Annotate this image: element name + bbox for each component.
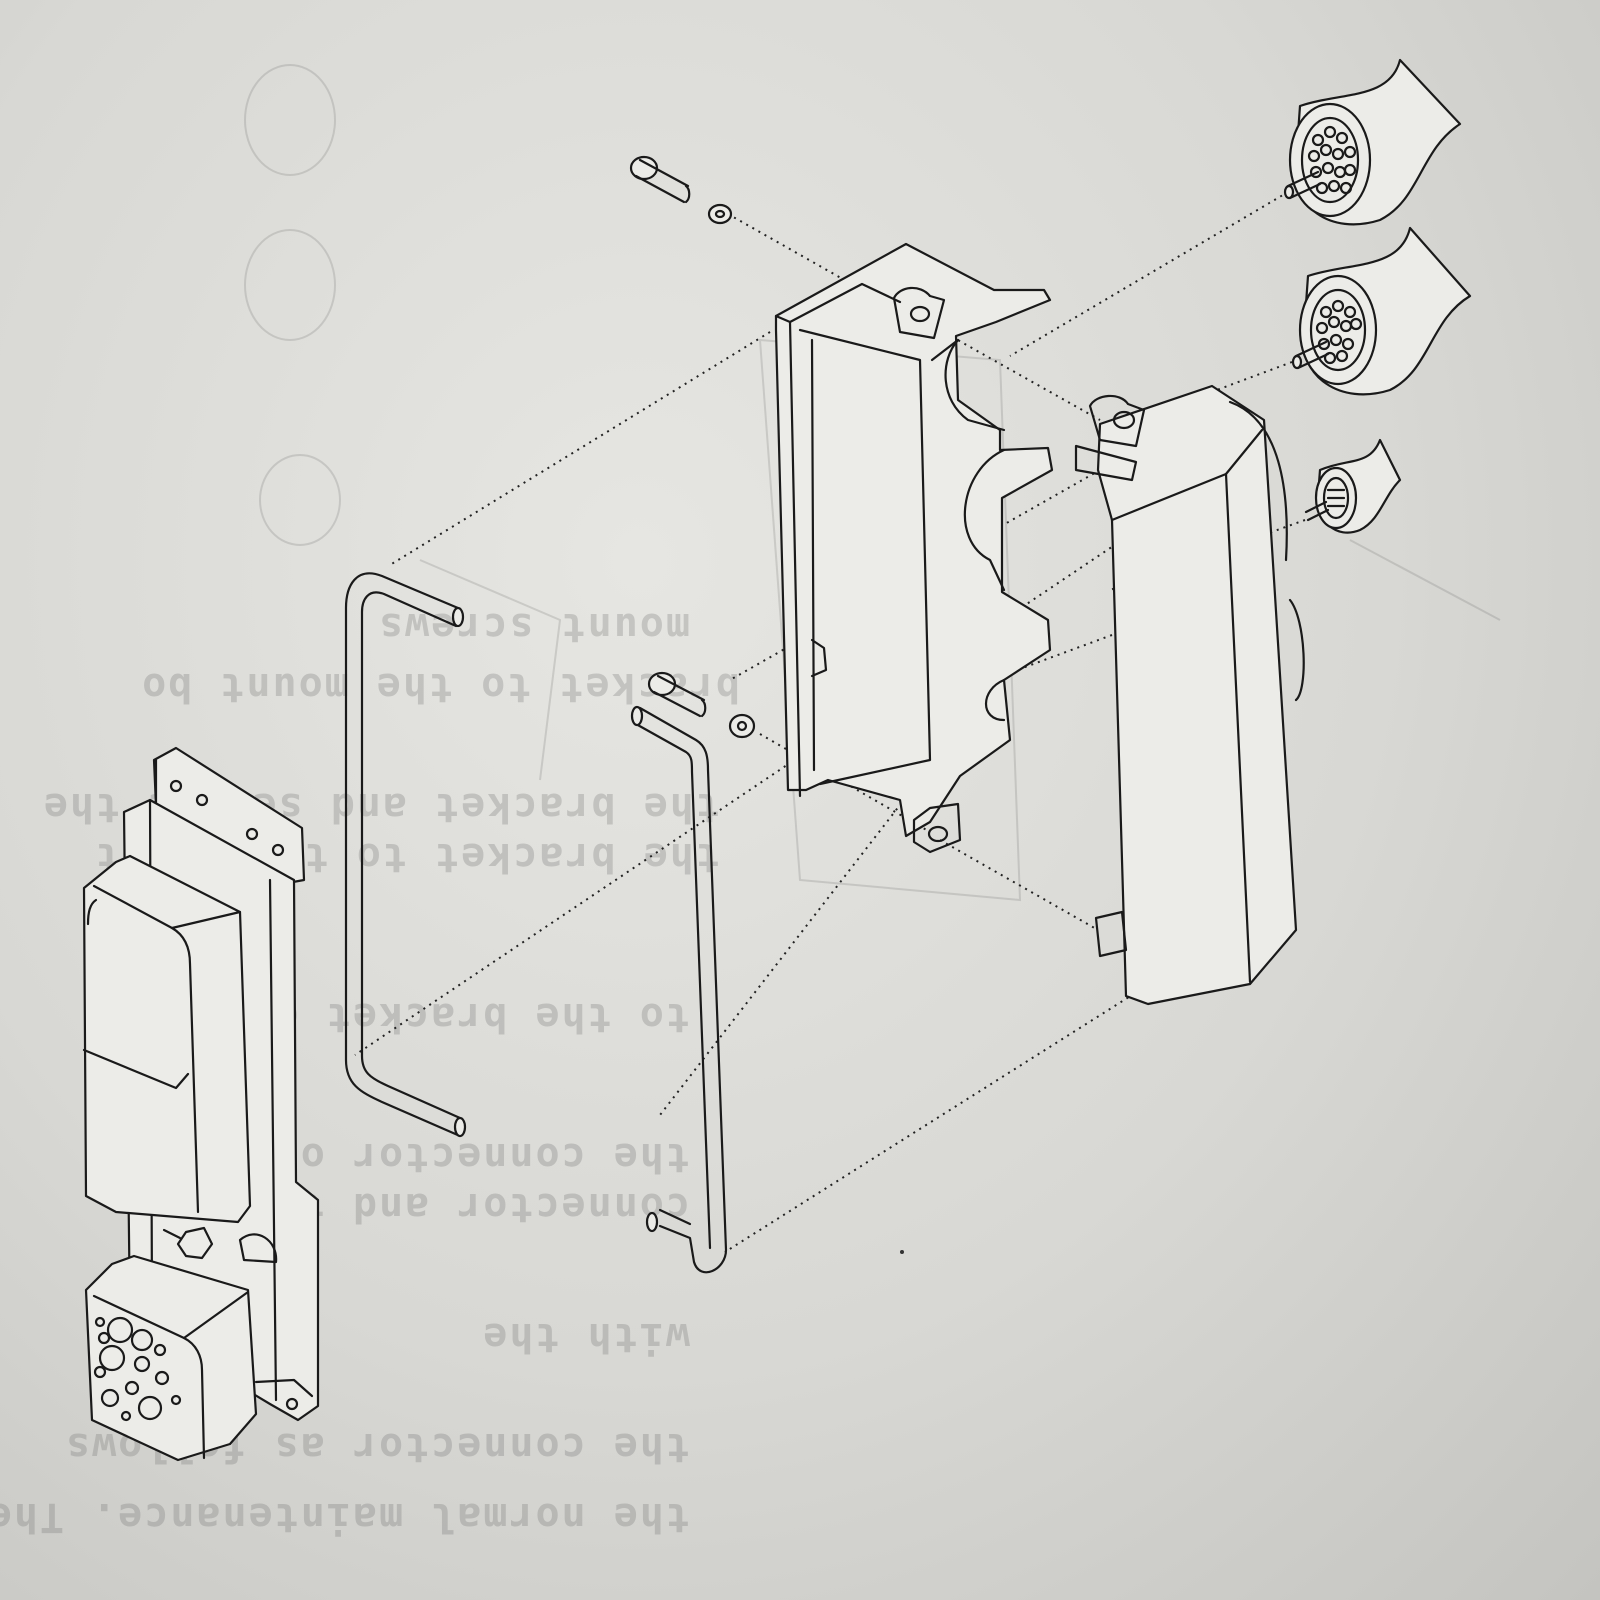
alignment-line: [989, 634, 1113, 681]
retaining-rod-right: [630, 705, 728, 1274]
washer-middle: [728, 713, 756, 739]
washer-top: [707, 203, 733, 225]
alignment-line: [939, 329, 1101, 421]
plug-connector-3: [1304, 438, 1402, 534]
pin-array: [1315, 299, 1363, 365]
mounted-connector-assembly: [82, 746, 320, 1462]
pin-array: [1307, 125, 1357, 195]
plug-connector-1: [1283, 58, 1462, 226]
screw-top: [629, 155, 691, 204]
alignment-line: [659, 791, 911, 1116]
connector-backshell: [774, 242, 1054, 854]
connector-body: [1074, 384, 1305, 1006]
insert-face: [93, 1316, 182, 1422]
alignment-line: [724, 989, 1141, 1253]
plug-connector-2: [1291, 226, 1472, 396]
stray-mark: [900, 1250, 904, 1254]
retaining-rod-left: [344, 572, 467, 1138]
alignment-line: [1009, 191, 1289, 357]
alignment-line: [389, 331, 771, 566]
alignment-line: [729, 469, 1101, 681]
screw-middle: [647, 671, 707, 718]
